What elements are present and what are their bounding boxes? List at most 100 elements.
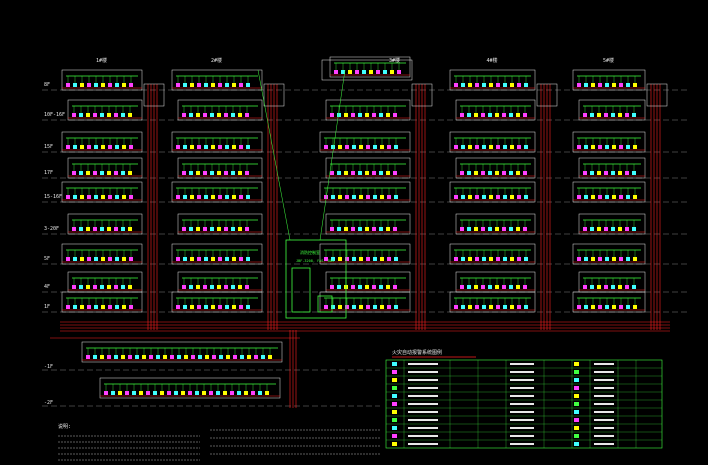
device-icon (612, 83, 616, 87)
control-room-frame (285, 239, 347, 319)
device-icon (488, 227, 492, 231)
device-icon (597, 171, 601, 175)
device-icon (393, 227, 397, 231)
device-icon (379, 285, 383, 289)
device-icon (503, 145, 507, 149)
device-icon (390, 70, 394, 74)
legend-text (510, 427, 534, 429)
device-icon (454, 145, 458, 149)
device-icon (239, 305, 243, 309)
device-icon (188, 391, 192, 395)
device-icon (218, 195, 222, 199)
device-icon (516, 113, 520, 117)
device-icon (218, 83, 222, 87)
device-icon (87, 195, 91, 199)
device-icon (489, 305, 493, 309)
legend-text (408, 387, 438, 389)
device-icon (482, 195, 486, 199)
device-icon (189, 285, 193, 289)
legend-table (385, 359, 663, 449)
device-icon (100, 355, 104, 359)
device-icon (524, 195, 528, 199)
device-icon (114, 285, 118, 289)
device-icon (203, 227, 207, 231)
device-icon (114, 113, 118, 117)
device-icon (182, 171, 186, 175)
device-icon (107, 227, 111, 231)
floor-label: 15F (44, 144, 53, 150)
device-icon (523, 171, 527, 175)
device-icon (195, 391, 199, 395)
device-icon (239, 145, 243, 149)
device-icon (80, 305, 84, 309)
device-icon (331, 257, 335, 261)
device-icon (72, 113, 76, 117)
device-icon (211, 305, 215, 309)
legend-symbol (392, 434, 397, 438)
device-icon (66, 145, 70, 149)
device-icon (190, 195, 194, 199)
device-icon (176, 305, 180, 309)
device-icon (218, 305, 222, 309)
device-icon (79, 171, 83, 175)
floor-box (67, 213, 143, 235)
device-icon (108, 257, 112, 261)
floor-box (67, 99, 143, 121)
device-icon (633, 83, 637, 87)
device-icon (626, 305, 630, 309)
device-icon (203, 285, 207, 289)
legend-text (594, 395, 614, 397)
device-icon (626, 195, 630, 199)
device-icon (210, 227, 214, 231)
notes-title: 说明: (58, 423, 71, 430)
device-icon (73, 195, 77, 199)
device-icon (618, 171, 622, 175)
legend-text (510, 403, 534, 405)
riser-junction-box (536, 83, 558, 107)
device-icon (190, 305, 194, 309)
device-icon (94, 83, 98, 87)
device-icon (475, 195, 479, 199)
device-icon (618, 113, 622, 117)
device-icon (358, 171, 362, 175)
device-icon (265, 391, 269, 395)
device-icon (489, 83, 493, 87)
riser-junction-box (143, 83, 165, 107)
device-icon (605, 195, 609, 199)
device-icon (584, 145, 588, 149)
device-icon (183, 257, 187, 261)
floor-device-group (578, 157, 646, 179)
legend-symbol (574, 370, 579, 374)
device-icon (176, 257, 180, 261)
device-icon (503, 195, 507, 199)
device-icon (481, 227, 485, 231)
device-icon (577, 195, 581, 199)
device-icon (625, 113, 629, 117)
floor-box (325, 213, 411, 235)
device-icon (619, 257, 623, 261)
device-icon (183, 305, 187, 309)
device-icon (239, 195, 243, 199)
device-icon (129, 257, 133, 261)
device-icon (380, 257, 384, 261)
device-icon (591, 145, 595, 149)
device-icon (372, 227, 376, 231)
device-icon (224, 171, 228, 175)
device-icon (142, 355, 146, 359)
floor-box (319, 291, 411, 313)
floor-device-group (455, 157, 536, 179)
legend-text (594, 363, 614, 365)
legend-text (408, 435, 438, 437)
device-icon (334, 70, 338, 74)
device-icon (583, 285, 587, 289)
device-icon (605, 257, 609, 261)
device-icon (100, 285, 104, 289)
floor-label: 1F (44, 304, 50, 310)
device-icon (174, 391, 178, 395)
device-icon (80, 195, 84, 199)
device-icon (245, 171, 249, 175)
device-icon (362, 70, 366, 74)
device-icon (359, 257, 363, 261)
device-icon (330, 171, 334, 175)
